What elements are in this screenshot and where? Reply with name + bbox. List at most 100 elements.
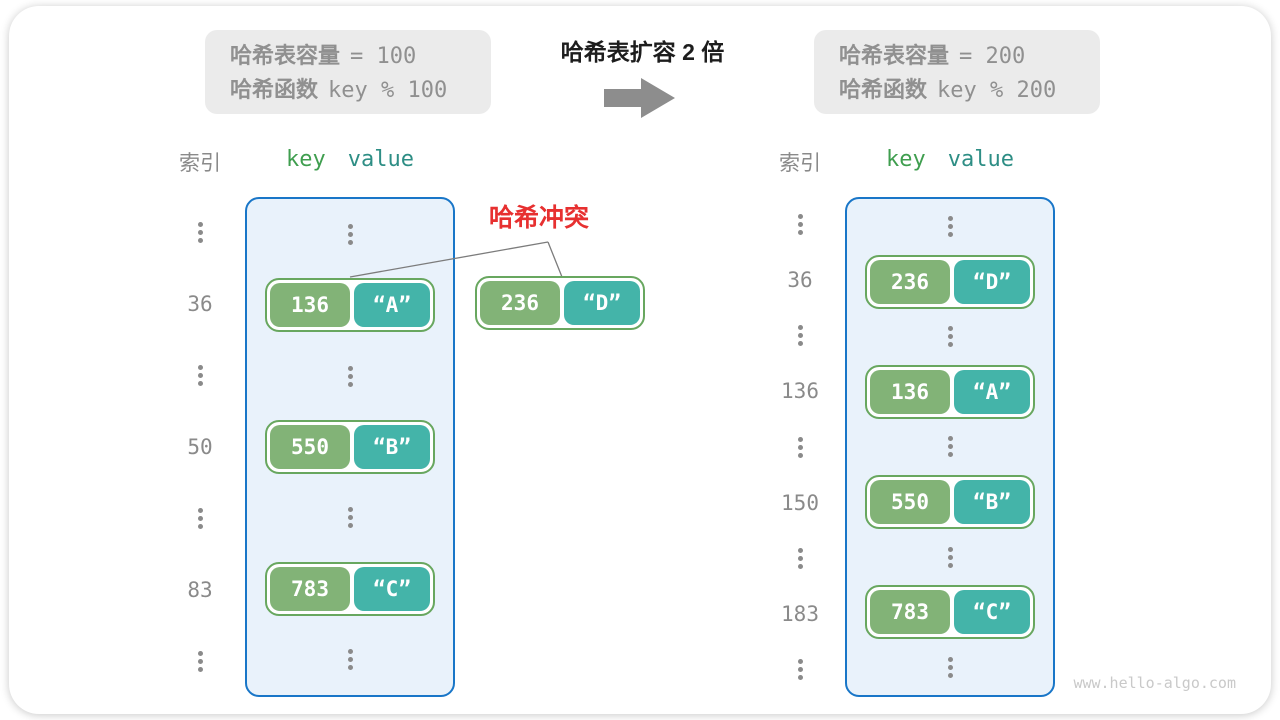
index-label: 83 [187, 577, 213, 602]
ellipsis-dots [197, 222, 203, 244]
value-header: value [347, 147, 414, 172]
bucket-row: 550“B” [247, 412, 453, 483]
bucket-ellipsis-row [247, 482, 453, 553]
ellipsis-dots [347, 365, 353, 387]
key-box: 136 [870, 369, 950, 414]
value-box: “B” [954, 480, 1030, 525]
ellipsis-dots [797, 658, 803, 680]
index-ellipsis-row [770, 197, 830, 253]
ellipsis-dots [197, 507, 203, 529]
ellipsis-dots [797, 547, 803, 569]
ellipsis-dots [947, 546, 953, 568]
bucket-ellipsis-row [247, 199, 453, 270]
key-box: 236 [870, 259, 950, 304]
ellipsis-dots [947, 656, 953, 678]
index-label: 136 [781, 379, 819, 404]
ellipsis-dots [797, 325, 803, 347]
hash-fn-line: 哈希函数 key % 100 [230, 73, 491, 107]
bucket-ellipsis-row [247, 341, 453, 412]
kv-header: key value [845, 147, 1055, 172]
ellipsis-dots [347, 223, 353, 245]
key-box: 783 [270, 566, 350, 611]
bucket-row: 550“B” [847, 475, 1053, 530]
capacity-label: 哈希表容量 [839, 43, 950, 68]
bucket-container: 236“D” 136“A” 550“B” 783“C” [845, 197, 1055, 697]
capacity-value: = 200 [959, 44, 1026, 69]
index-ellipsis-row [170, 626, 230, 697]
value-box: “C” [954, 590, 1030, 635]
hash-fn-value: key % 100 [328, 78, 448, 103]
bucket-ellipsis-row [247, 624, 453, 695]
bucket-row: 783“C” [247, 553, 453, 624]
ellipsis-dots [197, 365, 203, 387]
bucket-ellipsis-row [847, 530, 1053, 585]
index-header: 索引 [779, 152, 821, 175]
bucket-row: 136“A” [847, 364, 1053, 419]
index-label: 150 [781, 490, 819, 515]
value-box: “B” [354, 425, 430, 469]
capacity-line: 哈希表容量 = 100 [230, 39, 491, 73]
index-ellipsis-row [170, 197, 230, 268]
ellipsis-dots [347, 507, 353, 529]
value-box: “A” [954, 369, 1030, 414]
key-box: 136 [270, 283, 350, 328]
ellipsis-dots [347, 649, 353, 671]
key-value-pair: 550“B” [265, 420, 435, 474]
ellipsis-dots [797, 436, 803, 458]
collision-pair-slot: 236“D” [475, 276, 645, 330]
key-value-pair: 550“B” [865, 475, 1035, 530]
value-box: “D” [954, 259, 1030, 304]
hash-fn-label: 哈希函数 [230, 77, 319, 102]
index-ellipsis-row [770, 308, 830, 364]
value-box: “C” [354, 566, 430, 611]
bucket-rows: 136“A” 550“B” 783“C” [247, 199, 453, 695]
diagram-card [9, 6, 1271, 714]
bucket-row: 236“D” [847, 254, 1053, 309]
bucket-container: 136“A” 550“B” 783“C” [245, 197, 455, 697]
ellipsis-dots [947, 216, 953, 238]
index-header: 索引 [179, 152, 221, 175]
key-box: 550 [870, 480, 950, 525]
value-box: “D” [564, 281, 640, 325]
ellipsis-dots [947, 436, 953, 458]
index-ellipsis-row [770, 419, 830, 475]
key-box: 783 [870, 590, 950, 635]
info-box-before: 哈希表容量 = 100 哈希函数 key % 100 [205, 30, 491, 114]
bucket-row: 136“A” [247, 270, 453, 341]
capacity-line: 哈希表容量 = 200 [839, 39, 1100, 73]
capacity-label: 哈希表容量 [230, 43, 341, 68]
key-box: 550 [270, 425, 350, 469]
index-label: 36 [787, 268, 813, 293]
bucket-ellipsis-row [847, 309, 1053, 364]
bucket-row: 783“C” [847, 585, 1053, 640]
expand-title: 哈希表扩容 2 倍 [560, 39, 725, 65]
watermark: www.hello-algo.com [1073, 674, 1236, 692]
key-header: key [886, 147, 926, 172]
key-box: 236 [480, 281, 560, 325]
index-ellipsis-row [170, 340, 230, 411]
index-ellipsis-row [770, 530, 830, 586]
value-header: value [947, 147, 1014, 172]
bucket-ellipsis-row [847, 199, 1053, 254]
ellipsis-dots [947, 326, 953, 348]
capacity-value: = 100 [350, 44, 417, 69]
ellipsis-dots [197, 650, 203, 672]
arrow-right-icon [604, 78, 675, 118]
bucket-rows: 236“D” 136“A” 550“B” 783“C” [847, 199, 1053, 695]
index-ellipsis-row [770, 642, 830, 698]
index-ellipsis-row [170, 483, 230, 554]
key-value-pair: 136“A” [265, 278, 435, 333]
index-label: 36 [187, 292, 213, 317]
bucket-ellipsis-row [847, 640, 1053, 695]
key-value-pair: 783“C” [265, 561, 435, 616]
ellipsis-dots [797, 214, 803, 236]
key-value-pair: 236“D” [865, 254, 1035, 309]
key-value-pair: 783“C” [865, 585, 1035, 640]
bucket-ellipsis-row [847, 419, 1053, 474]
index-column: 36 136 150 183 [770, 197, 830, 697]
index-label: 183 [781, 601, 819, 626]
